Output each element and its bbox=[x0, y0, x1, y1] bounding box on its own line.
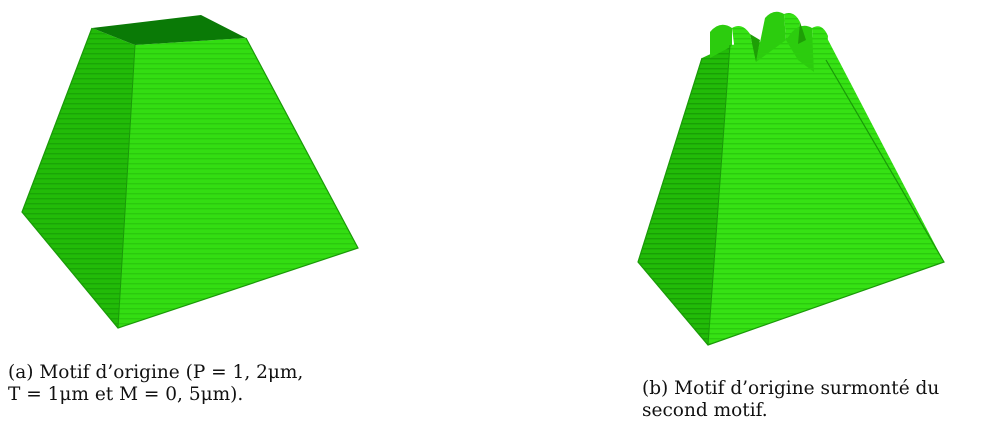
caption-a-line-1: (a) Motif d’origine (P = 1, 2μm, bbox=[8, 362, 304, 383]
frustum-top-face bbox=[92, 15, 246, 45]
pyramid-with-motif-render bbox=[637, 11, 945, 346]
figure-b: (b) Motif d’origine surmonté du second m… bbox=[560, 0, 981, 430]
caption-a: (a) Motif d’origine (P = 1, 2μm, T = 1μm… bbox=[8, 362, 398, 406]
caption-b-line-1: (b) Motif d’origine surmonté du bbox=[642, 378, 940, 399]
frustum-render bbox=[21, 15, 359, 329]
caption-b: (b) Motif d’origine surmonté du second m… bbox=[642, 378, 978, 422]
pyramid-left-face bbox=[638, 45, 730, 345]
caption-b-line-2: second motif. bbox=[642, 400, 768, 421]
figure-a: (a) Motif d’origine (P = 1, 2μm, T = 1μm… bbox=[0, 0, 420, 430]
caption-a-line-2: T = 1μm et M = 0, 5μm). bbox=[8, 384, 244, 405]
crest-motif bbox=[710, 11, 828, 72]
frustum-left-face bbox=[22, 28, 135, 328]
frustum-front-face bbox=[118, 38, 358, 328]
pyramid-front-face bbox=[708, 36, 944, 345]
